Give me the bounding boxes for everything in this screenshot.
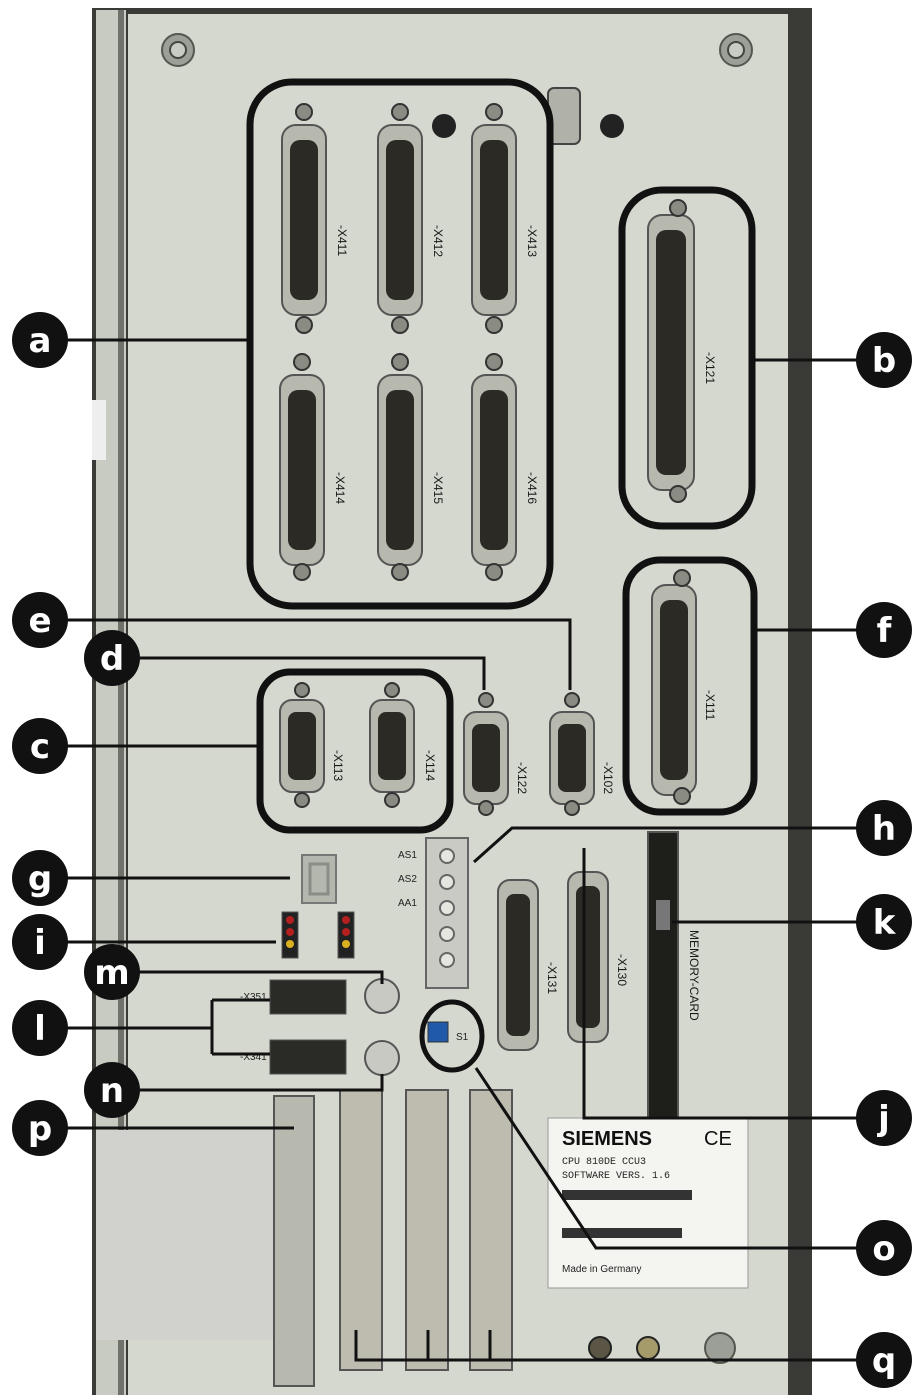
label-x113: -X113 [331, 750, 345, 781]
callout-j: j [856, 1090, 912, 1146]
svg-text:d: d [100, 639, 124, 679]
svg-text:b: b [872, 341, 896, 381]
seven-segment-display [301, 854, 337, 904]
highlight-o [419, 999, 485, 1073]
label-x413: -X413 [525, 225, 539, 257]
callout-i: i [12, 914, 68, 970]
connector-x130: -X130 [567, 871, 629, 1043]
top-hole-2 [432, 114, 456, 138]
svg-text:q: q [872, 1341, 896, 1381]
callout-o: o [856, 1220, 912, 1276]
label-x102: -X102 [601, 762, 615, 794]
label-x416: -X416 [525, 472, 539, 504]
connector-x114: -X114 [369, 682, 437, 808]
bottom-connectors [339, 1089, 513, 1371]
svg-text:j: j [876, 1099, 890, 1139]
label-x111: -X111 [703, 690, 717, 721]
label-aa1: AA1 [398, 898, 417, 909]
svg-text:k: k [873, 903, 897, 943]
cable-connector-p [273, 1095, 315, 1387]
callout-d: d [84, 630, 140, 686]
rotary-switch-m [364, 978, 400, 1014]
connector-x111: -X111 [651, 569, 717, 805]
connector-x414 [279, 353, 325, 581]
callout-b: b [856, 332, 912, 388]
label-x414: -X414 [333, 472, 347, 504]
svg-text:i: i [34, 923, 46, 963]
callout-c: c [12, 718, 68, 774]
label-x351: -X351 [240, 992, 267, 1003]
callout-g: g [12, 850, 68, 906]
label-as2: AS2 [398, 874, 417, 885]
leader-lines [40, 338, 884, 1362]
svg-text:o: o [872, 1229, 895, 1269]
top-left-screw [161, 33, 195, 67]
connector-x412 [377, 103, 423, 334]
label-x415: -X415 [431, 472, 445, 504]
svg-text:l: l [34, 1009, 46, 1049]
ports-x351-x341: -X351 -X341 [240, 979, 347, 1075]
connector-x131: -X131 [497, 879, 559, 1051]
connector-x413 [471, 103, 517, 334]
connector-x415 [377, 353, 423, 581]
svg-text:e: e [28, 601, 51, 641]
callout-f: f [856, 602, 912, 658]
callout-k: k [856, 894, 912, 950]
label-x130: -X130 [615, 954, 629, 986]
connector-x122: -X122 [463, 692, 529, 816]
connector-x411 [281, 103, 327, 334]
svg-text:n: n [100, 1071, 124, 1111]
label-x122: -X122 [515, 762, 529, 794]
nameplate-line2: SOFTWARE VERS. 1.6 [562, 1171, 670, 1182]
label-memory-card: MEMORY-CARD [687, 930, 701, 1021]
callout-e: e [12, 592, 68, 648]
label-s1: S1 [456, 1032, 469, 1043]
connector-x102: -X102 [549, 692, 615, 816]
label-as1: AS1 [398, 850, 417, 861]
highlight-f [622, 556, 758, 816]
connector-x113: -X113 [279, 682, 345, 808]
nameplate-line1: CPU 810DE CCU3 [562, 1157, 646, 1168]
label-x411: -X411 [335, 225, 349, 256]
highlight-b [618, 186, 756, 530]
top-right-screw [719, 33, 753, 67]
highlight-c [256, 668, 454, 834]
callout-q: q [856, 1332, 912, 1388]
connector-x416 [471, 353, 517, 581]
callout-m: m [84, 944, 140, 1000]
callout-l: l [12, 1000, 68, 1056]
label-x114: -X114 [423, 750, 437, 781]
nameplate-brand: SIEMENS [562, 1128, 652, 1150]
callout-h: h [856, 800, 912, 856]
nameplate-ce: CE [704, 1128, 732, 1150]
connector-x121: -X121 [647, 199, 717, 503]
highlight-a [246, 78, 554, 610]
svg-text:g: g [28, 859, 52, 899]
svg-text:a: a [29, 321, 52, 361]
callout-n: n [84, 1062, 140, 1118]
label-x341: -X341 [240, 1052, 267, 1063]
svg-text:m: m [94, 953, 129, 993]
svg-text:p: p [28, 1109, 52, 1149]
nameplate-made-in: Made in Germany [562, 1264, 641, 1275]
svg-text:h: h [872, 809, 896, 849]
callout-a: a [12, 312, 68, 368]
analog-terminal-block: AS1 AS2 AA1 [398, 837, 469, 989]
status-leds [281, 911, 355, 959]
ribbon-cable [96, 1130, 296, 1340]
axis-connectors-x411-x416: -X411 -X412 -X413 -X414 -X415 -X416 [279, 103, 539, 581]
top-hole-1 [600, 114, 624, 138]
rotary-switch-n [364, 1040, 400, 1076]
memory-card-slot: MEMORY-CARD [647, 831, 701, 1123]
svg-text:f: f [877, 611, 893, 651]
switch-s1 [427, 1021, 449, 1043]
label-x121: -X121 [703, 352, 717, 384]
label-x131: -X131 [545, 962, 559, 994]
label-x412: -X412 [431, 225, 445, 257]
nameplate: SIEMENS CE CPU 810DE CCU3 SOFTWARE VERS.… [547, 1117, 749, 1289]
callout-p: p [12, 1100, 68, 1156]
svg-text:c: c [30, 727, 50, 767]
